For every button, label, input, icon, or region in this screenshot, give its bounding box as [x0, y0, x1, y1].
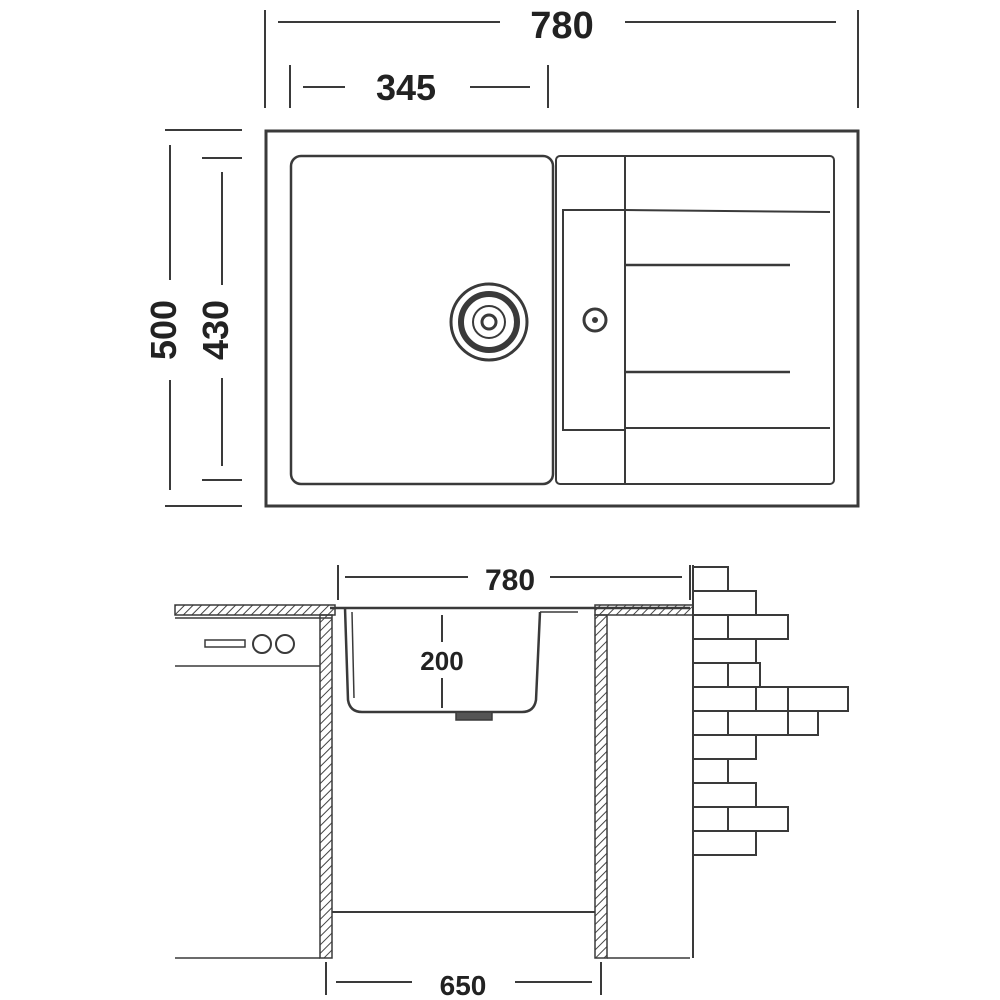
- drain-icon: [449, 282, 529, 362]
- cabinet-left-wall: [319, 614, 333, 959]
- drain-outlet: [455, 711, 493, 721]
- cabinet-right-wall: [594, 614, 608, 959]
- overall-depth-dimension: 500: [143, 129, 242, 507]
- top-view: 780 345 500 430: [143, 5, 860, 508]
- section-view: 780 200: [174, 564, 849, 1000]
- overall-depth-label: 500: [143, 300, 184, 360]
- hob-knobs-icon: [204, 634, 295, 654]
- bowl-width-label: 345: [376, 67, 436, 108]
- sink-outer-rim: [264, 129, 860, 508]
- bowl-height-label: 200: [420, 646, 463, 676]
- top-width-dimension: 780: [264, 5, 859, 108]
- brick-wall: [692, 565, 849, 958]
- bowl-height-dimension: 200: [420, 615, 464, 708]
- drainer-rib: [624, 209, 831, 213]
- section-width-dimension: 780: [337, 564, 691, 600]
- cabinet-width-dimension: 650: [325, 962, 602, 1000]
- countertop-left: [174, 604, 336, 616]
- top-width-label: 780: [530, 5, 593, 47]
- sink-bowl-section: [343, 607, 542, 714]
- drainer-area: [555, 155, 835, 485]
- tap-hole-icon: [582, 307, 608, 333]
- bowl-depth-dimension: 430: [195, 157, 242, 481]
- sink-bowl: [289, 154, 555, 486]
- cabinet-width-label: 650: [440, 970, 487, 1000]
- section-width-label: 780: [485, 564, 535, 597]
- countertop-right: [594, 604, 694, 616]
- bowl-width-dimension: 345: [289, 65, 549, 108]
- bowl-depth-label: 430: [195, 300, 236, 360]
